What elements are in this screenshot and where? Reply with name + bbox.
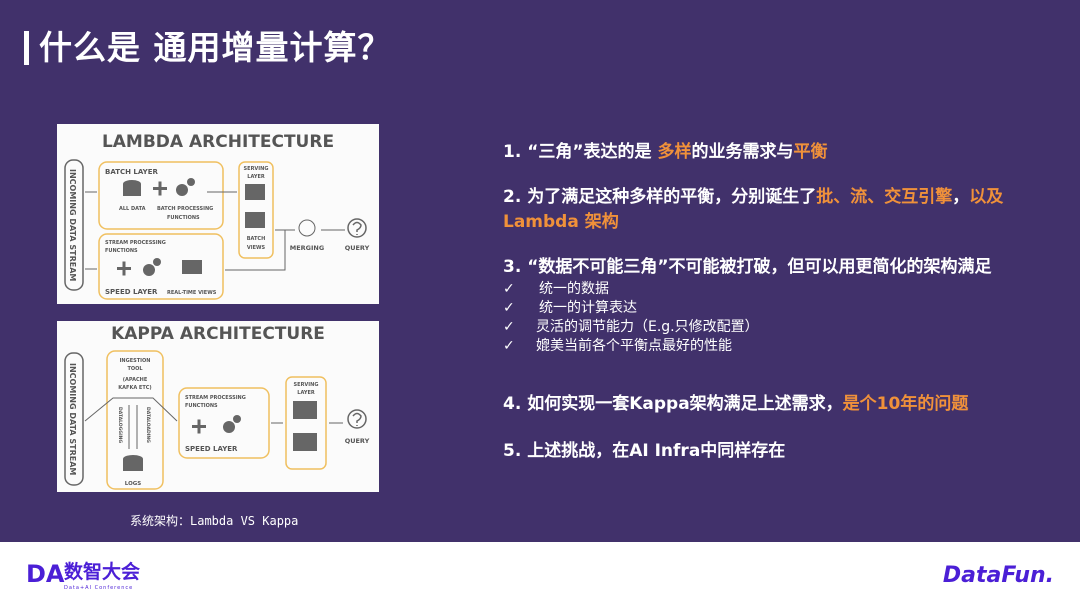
stream-fn-label: STREAM PROCESSING [105,240,166,246]
kappa-query-icon [347,409,367,429]
merging-icon [298,219,316,237]
point-4: 4. 如何实现一套Kappa架构满足上述需求，是个10年的问题 [503,392,1063,417]
batch-fn-label-2: FUNCTIONS [167,215,200,221]
p2-highlight-2: 以及Lambda 架构 [503,187,1004,232]
p2-comma: ， [952,187,970,207]
gears-icon [223,421,235,433]
kappa-heading: KAPPA ARCHITECTURE [111,324,325,344]
check-icon: ✓ [503,300,515,316]
table-icon [182,260,202,274]
check-item: ✓ 统一的数据 [503,280,1063,299]
gears-icon [143,264,155,276]
datafun-logo: DataFun. [942,563,1054,588]
datalogging-label: DATALOGGING [117,407,123,443]
kappa-stream: INCOMING DATA STREAM [68,363,77,475]
ingestion-label-4: KAFKA ETC) [118,385,151,391]
kappa-stream-fn-2: FUNCTIONS [185,403,218,409]
p1-text: 1. “三角”表达的是 [503,142,658,162]
p1-highlight: 多样 [657,142,692,162]
serving-label-2: LAYER [247,174,265,180]
all-data-label: ALL DATA [119,206,146,212]
da-logo-mark: DA [26,560,65,588]
point-1: 1. “三角”表达的是 多样的业务需求与平衡 [503,140,1063,165]
p1-text-2: 的业务需求与 [691,142,794,162]
batch-views-label: BATCH [247,236,266,242]
query-label: QUERY [345,244,370,252]
slide-title: 什么是 通用增量计算？ [24,28,392,68]
lambda-diagram: LAMBDA ARCHITECTURE INCOMING DATA STREAM… [57,124,379,304]
table-icon [245,184,265,200]
check-icon: ✓ [503,338,515,354]
rt-views-label: REAL-TIME VIEWS [167,290,217,296]
p2-text: 2. 为了满足这种多样的平衡，分别诞生了 [503,187,817,207]
gears-icon [176,184,188,196]
check-icon: ✓ [503,281,515,297]
kappa-diagram: KAPPA ARCHITECTURE INCOMING DATA STREAM … [57,321,379,492]
p2-highlight: 批、流、交互引擎 [816,187,953,207]
point-5: 5. 上述挑战，在AI Infra中同样存在 [503,441,786,461]
kappa-serving: SERVING [294,382,319,388]
da-logo-cn: 数智大会 [64,561,141,583]
bullet-points: 1. “三角”表达的是 多样的业务需求与平衡 2. 为了满足这种多样的平衡，分别… [503,140,1063,464]
table-icon [245,212,265,228]
kappa-speed-label: SPEED LAYER [185,445,238,453]
stream-fn-label-2: FUNCTIONS [105,248,138,254]
lambda-stream: INCOMING DATA STREAM [68,169,77,281]
batch-layer-label: BATCH LAYER [105,168,158,176]
serving-label: SERVING [244,166,269,172]
check-item: ✓ 媲美当前各个平衡点最好的性能 [503,337,1063,356]
kappa-stream-fn: STREAM PROCESSING [185,395,246,401]
ingestion-label-3: (APACHE [123,377,148,383]
check-text: 统一的计算表达 [539,300,637,316]
kappa-query-label: QUERY [345,437,370,445]
query-icon [347,218,367,238]
p1-highlight-2: 平衡 [793,142,828,162]
p4-text: 4. 如何实现一套Kappa架构满足上述需求， [503,394,843,414]
ingestion-label: INGESTION [120,358,151,364]
batch-views-label-2: VIEWS [247,245,266,251]
p4-highlight: 是个10年的问题 [842,394,969,414]
point-2: 2. 为了满足这种多样的平衡，分别诞生了批、流、交互引擎，以及Lambda 架构 [503,185,1063,235]
lambda-heading: LAMBDA ARCHITECTURE [102,132,334,152]
title-bar [24,31,29,65]
check-text: 统一的数据 [539,281,609,297]
point-3: 3. “数据不可能三角”不可能被打破，但可以用更简化的架构满足 [503,257,992,277]
check-item: ✓ 统一的计算表达 [503,299,1063,318]
logs-label: LOGS [125,481,141,487]
check-text: 灵活的调节能力（E.g.只修改配置） [536,319,759,335]
check-item: ✓ 灵活的调节能力（E.g.只修改配置） [503,318,1063,337]
ingestion-label-2: TOOL [127,366,143,372]
check-icon: ✓ [503,319,515,335]
da-logo-sub: Data+AI Conference [64,585,134,591]
title-text: 什么是 通用增量计算？ [39,28,392,67]
merging-label: MERGING [290,244,324,252]
figure-caption: 系统架构：Lambda VS Kappa [130,514,299,528]
speed-layer-label: SPEED LAYER [105,288,158,296]
check-text: 媲美当前各个平衡点最好的性能 [536,338,732,354]
table-icon [293,401,317,419]
dataloading-label: DATALOADING [145,407,151,443]
batch-fn-label: BATCH PROCESSING [157,206,213,212]
slide: 什么是 通用增量计算？ LAMBDA ARCHITECTURE INCOMING… [0,0,1080,542]
table-icon [293,433,317,451]
kappa-serving-2: LAYER [297,390,315,396]
